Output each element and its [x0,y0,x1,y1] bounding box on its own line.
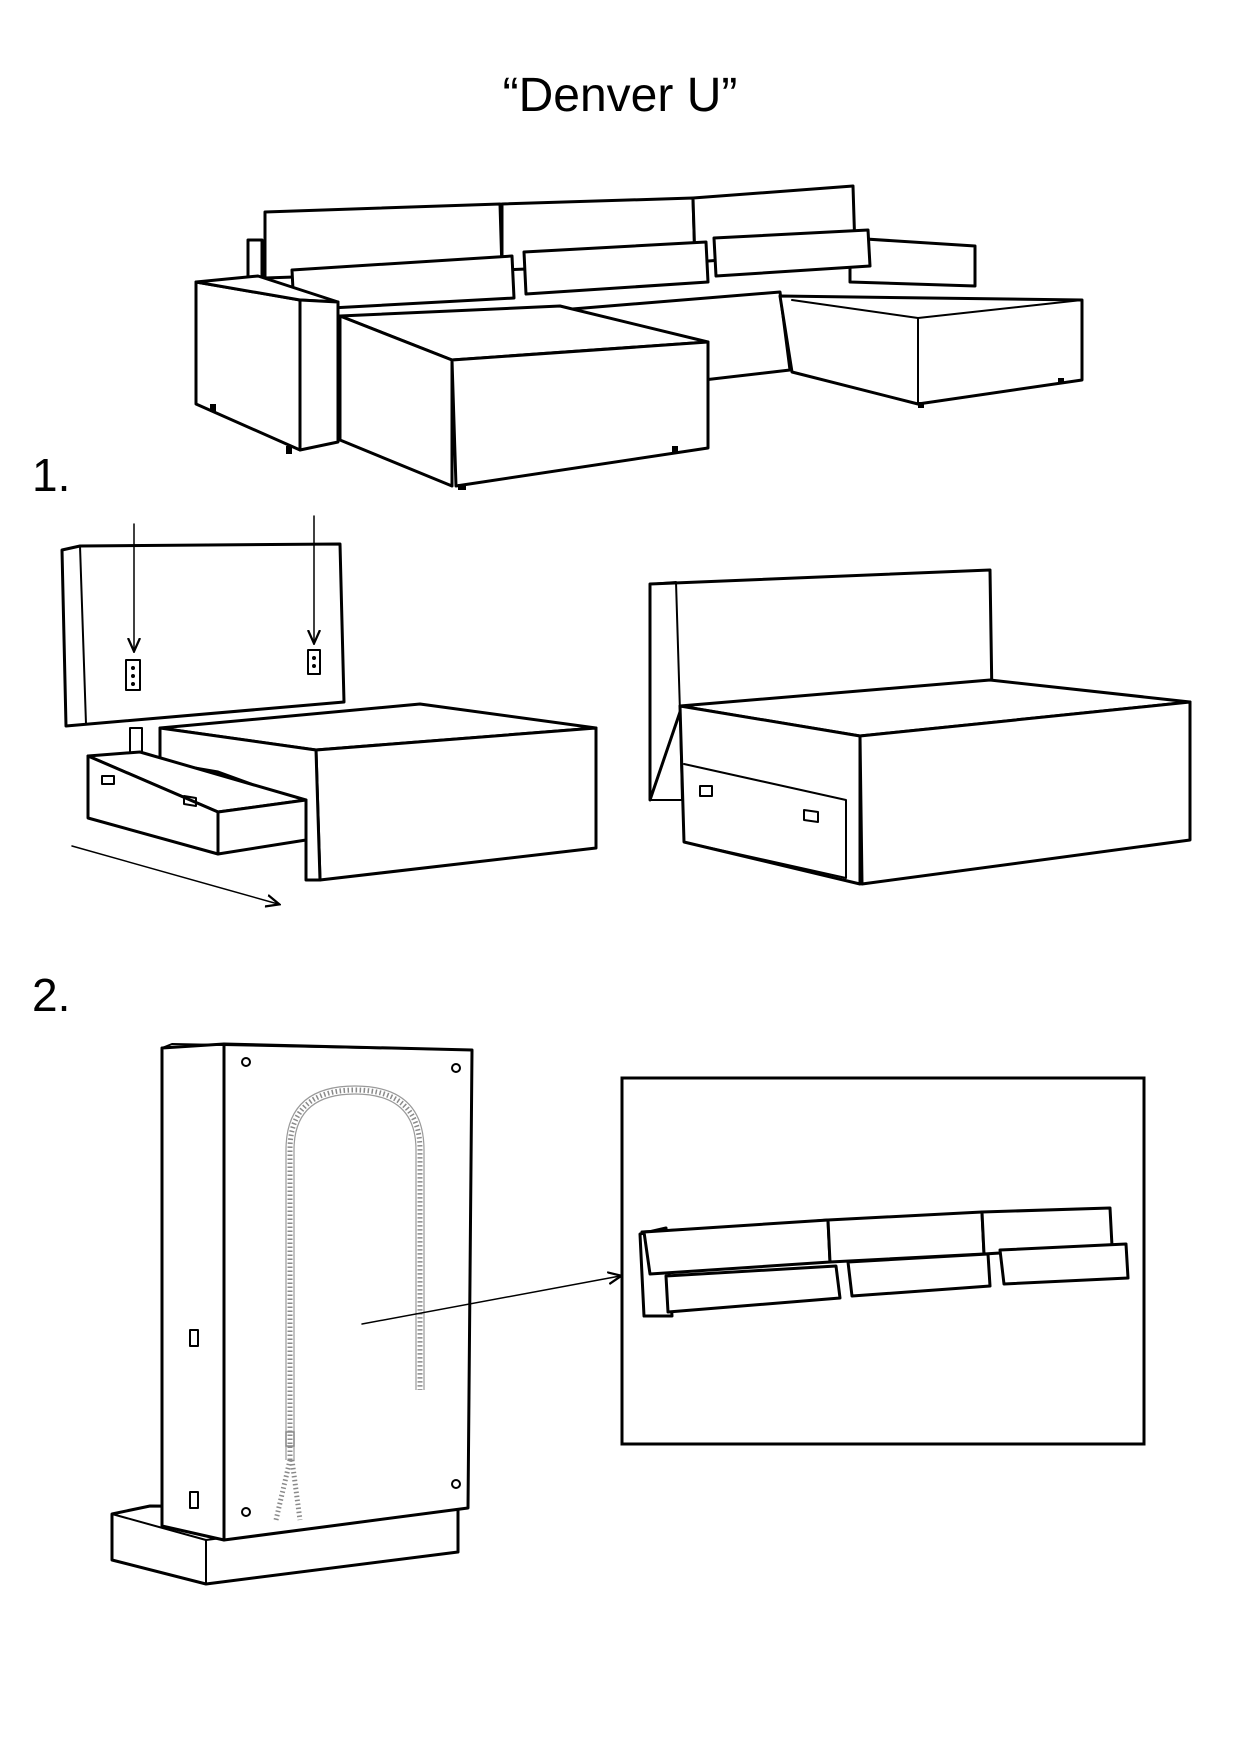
step-2-label: 2. [32,969,71,1021]
step-1-assembled-drawing [648,568,1192,886]
step-1-label: 1. [32,449,71,501]
step-2-inset-drawing [620,1076,1146,1446]
step-2-packed-backrest-drawing [110,1042,620,1586]
page-title: “Denver U” [502,69,738,122]
sofa-overview-drawing [194,184,1084,490]
step-1-drawer-drawing [60,515,598,904]
